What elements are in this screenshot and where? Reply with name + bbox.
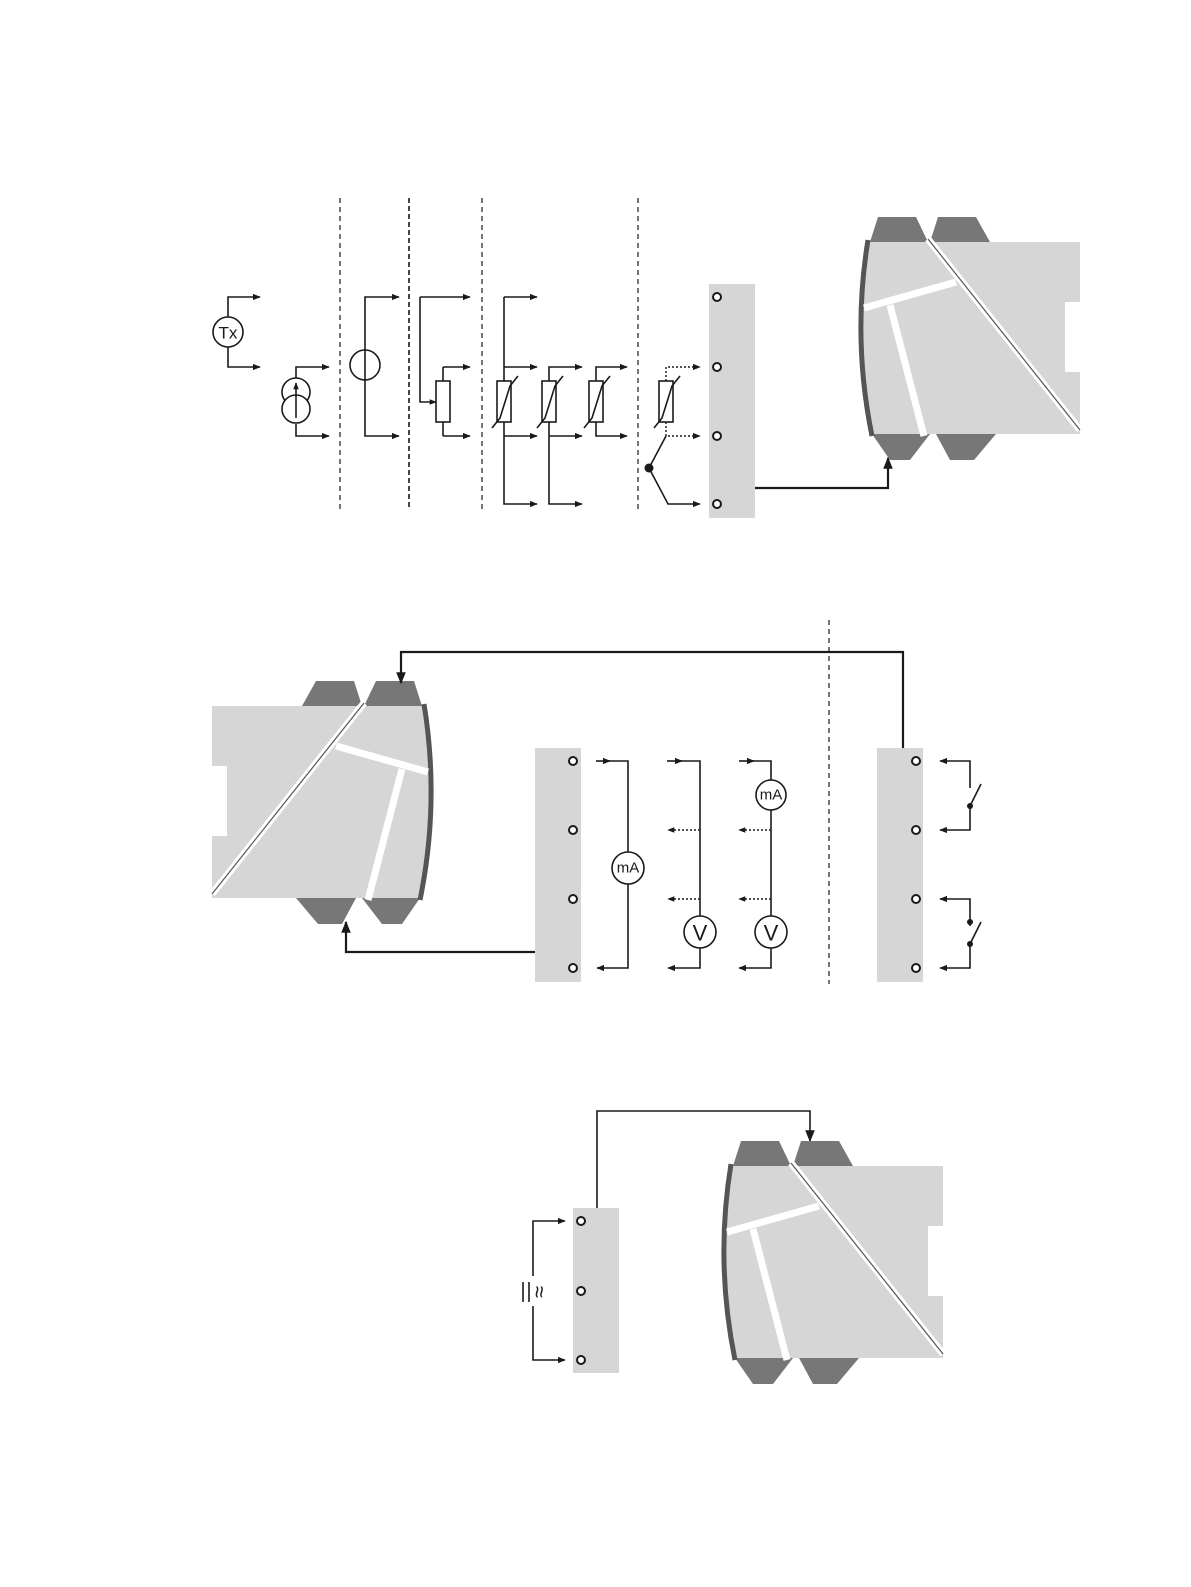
supply-terminal-block [573, 1208, 619, 1373]
ma-label: mA [760, 787, 783, 804]
terminal [569, 895, 577, 903]
terminal [569, 757, 577, 765]
thermistor-icon [537, 367, 582, 504]
terminal [713, 363, 721, 371]
terminal [569, 964, 577, 972]
din-rail-module-icon [212, 681, 432, 924]
connection-arrow [755, 458, 888, 488]
terminal [912, 895, 920, 903]
thermistor-icon [584, 367, 627, 436]
connection-arrow [401, 652, 903, 748]
output-terminal-block [535, 748, 581, 982]
terminal [577, 1217, 585, 1225]
contact-switch-icon [940, 899, 981, 968]
v-label: V [764, 921, 779, 946]
terminal [912, 826, 920, 834]
input-section: Tx [213, 198, 1080, 518]
voltage-source-icon [350, 297, 399, 436]
din-rail-module-icon [860, 217, 1080, 460]
current-source-icon [282, 367, 329, 436]
voltmeter-icon: mA V [739, 761, 787, 968]
terminal [569, 826, 577, 834]
contact-switch-icon [940, 761, 981, 830]
circle-tx-icon: Tx [213, 297, 260, 367]
supply-label: ≈ [527, 1286, 552, 1298]
connection-arrow [346, 922, 535, 952]
terminal [713, 432, 721, 440]
terminal [713, 500, 721, 508]
terminal [912, 757, 920, 765]
tx-label: Tx [219, 324, 238, 343]
supply-section: ≈ [523, 1111, 943, 1384]
terminal [577, 1287, 585, 1295]
v-label: V [693, 921, 708, 946]
voltmeter-icon: V [667, 761, 716, 968]
relay-terminal-block [877, 748, 923, 982]
terminal [912, 964, 920, 972]
thermistor-icon [492, 297, 537, 504]
terminal [713, 293, 721, 301]
milliamp-meter-icon: mA [596, 761, 644, 968]
input-terminal-block [709, 284, 755, 518]
ma-label: mA [617, 860, 640, 877]
ac-dc-supply-icon: ≈ [523, 1221, 565, 1360]
thermocouple-junction-icon [645, 367, 701, 504]
output-section: mA V mA V [212, 620, 981, 984]
potentiometer-icon [420, 297, 470, 436]
terminal [577, 1356, 585, 1364]
din-rail-module-icon [723, 1141, 943, 1384]
